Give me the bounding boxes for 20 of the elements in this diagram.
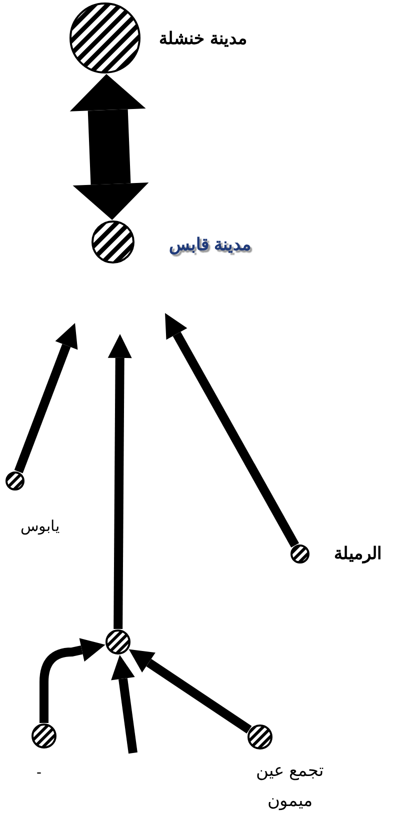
- hatched-circle: [105, 629, 131, 655]
- arrow: [70, 74, 149, 220]
- hatched-circle: [5, 471, 25, 491]
- hatched-circle: [91, 220, 135, 264]
- hatched-circle: [247, 724, 273, 750]
- hatched-circle: [31, 723, 57, 749]
- hatched-circle: [290, 544, 310, 564]
- arrow: [40, 638, 106, 723]
- arrow: [165, 313, 300, 548]
- arrow: [108, 334, 132, 630]
- arrow: [111, 654, 138, 754]
- place-label: الرميلة: [333, 543, 383, 566]
- place-label: يابوس: [20, 517, 60, 537]
- arrow: [128, 649, 252, 734]
- arrow: [14, 323, 78, 474]
- place-label: تجمع عين ميمون: [255, 760, 325, 812]
- place-label: -: [36, 763, 42, 783]
- place-label: مدينة قابس: [168, 234, 252, 256]
- place-label: مدينة خنشلة: [158, 28, 248, 50]
- hatched-circle: [69, 2, 141, 74]
